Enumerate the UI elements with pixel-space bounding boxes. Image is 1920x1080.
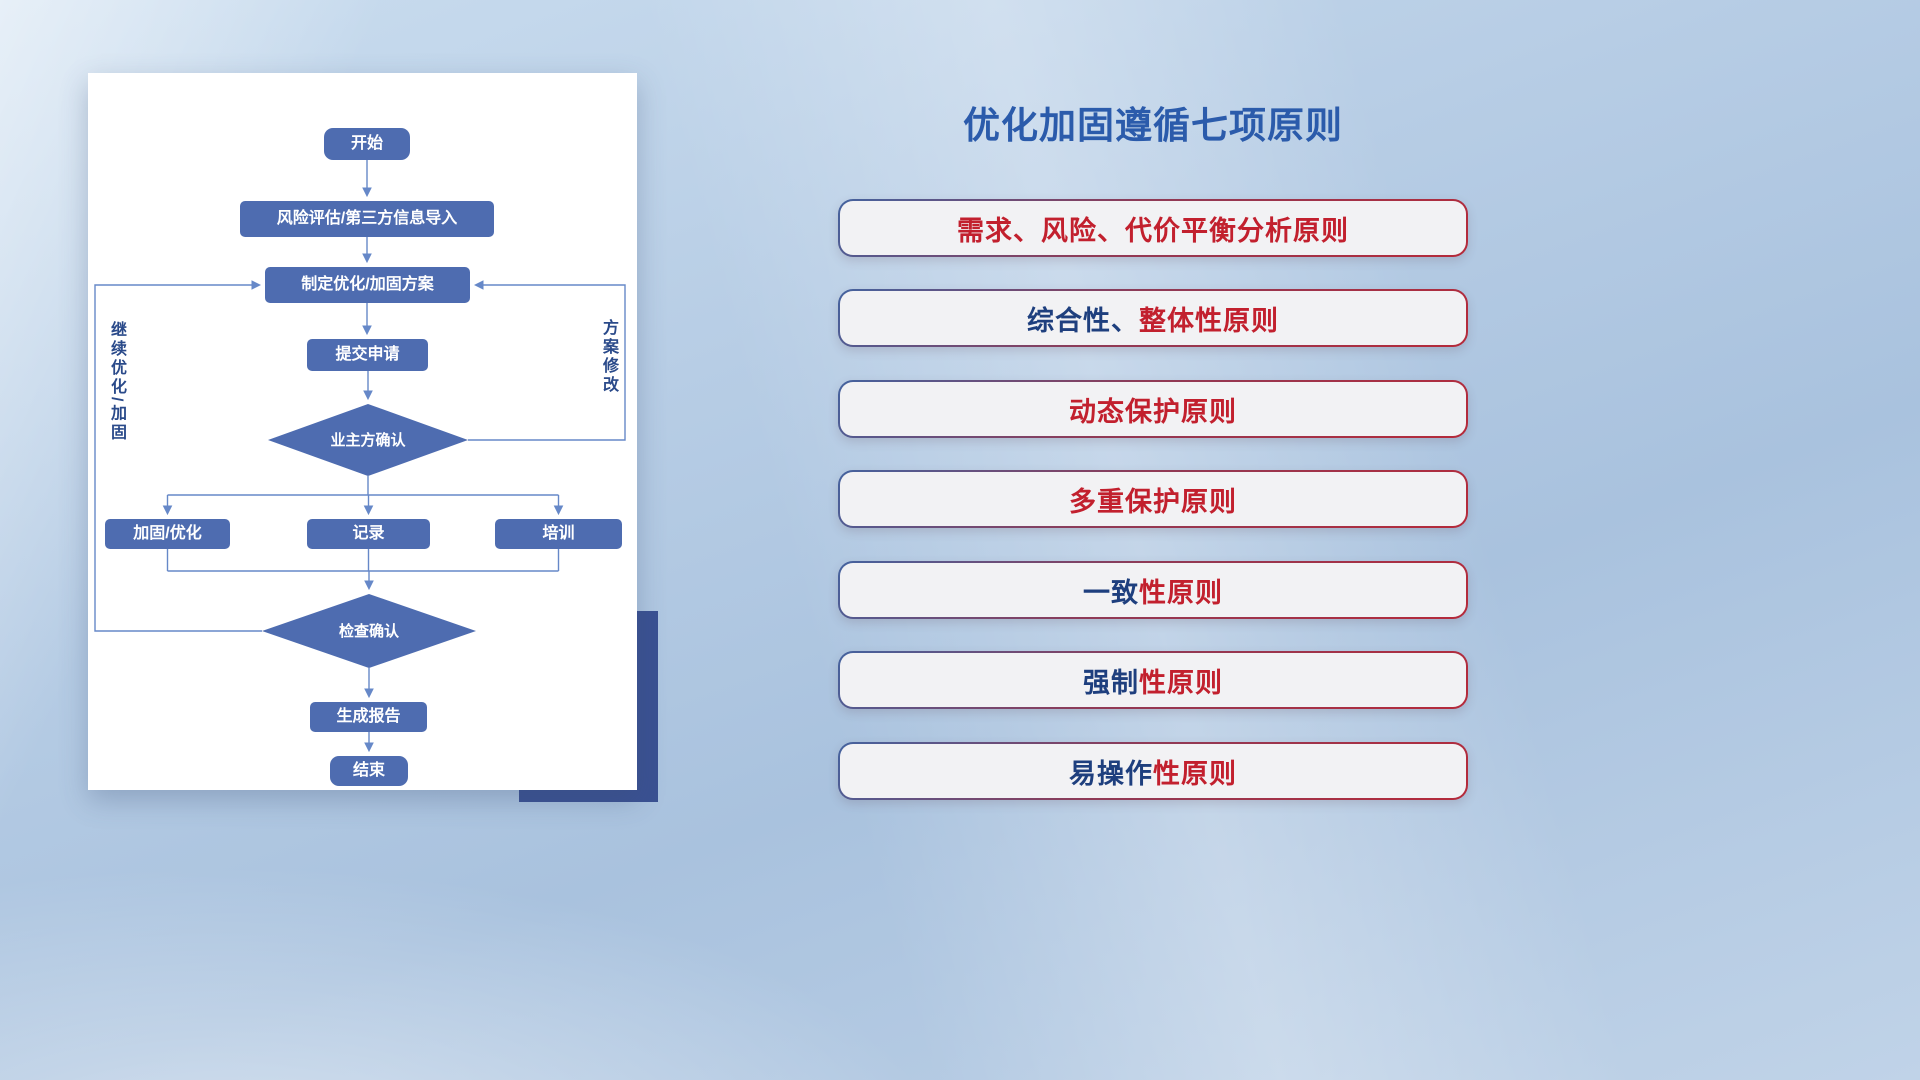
flowchart-card: 开始 风险评估/第三方信息导入 制定优化/加固方案 提交申请 业主方确认 加固/…: [88, 73, 637, 790]
principle-text-blue: 强制: [1083, 667, 1139, 698]
flow-node-submit: 提交申请: [307, 339, 428, 371]
flow-node-end: 结束: [330, 756, 408, 786]
principle-text-red: 多重保护原则: [1069, 486, 1237, 517]
principle-text-red: 性原则: [1139, 667, 1223, 698]
principle-text-blue: 综合性、: [1027, 305, 1139, 336]
principle-text-red: 整体性原则: [1139, 305, 1279, 336]
flow-node-train: 培训: [495, 519, 622, 549]
principle-label: 需求、风险、代价平衡分析原则: [840, 201, 1466, 255]
principle-card: 一致性原则: [838, 561, 1468, 619]
principle-text-red: 动态保护原则: [1069, 396, 1237, 427]
principle-label: 强制性原则: [840, 653, 1466, 707]
principle-card: 强制性原则: [838, 651, 1468, 709]
page-title: 优化加固遵循七项原则: [963, 105, 1343, 146]
principle-label: 易操作性原则: [840, 744, 1466, 798]
principle-card: 需求、风险、代价平衡分析原则: [838, 199, 1468, 257]
principle-text-blue: 一致: [1083, 577, 1139, 608]
principle-label: 综合性、整体性原则: [840, 291, 1466, 345]
flow-node-risk-import: 风险评估/第三方信息导入: [240, 201, 494, 237]
flow-node-make-plan: 制定优化/加固方案: [265, 267, 470, 303]
flow-node-report: 生成报告: [310, 702, 427, 732]
principle-label: 多重保护原则: [840, 472, 1466, 526]
flow-node-start: 开始: [324, 128, 410, 160]
principle-label: 动态保护原则: [840, 382, 1466, 436]
principle-card: 动态保护原则: [838, 380, 1468, 438]
principle-card: 综合性、整体性原则: [838, 289, 1468, 347]
flow-node-reinforce: 加固/优化: [105, 519, 230, 549]
flow-node-record: 记录: [307, 519, 430, 549]
principle-label: 一致性原则: [840, 563, 1466, 617]
principle-card: 易操作性原则: [838, 742, 1468, 800]
principle-text-red: 需求、风险、代价平衡分析原则: [957, 215, 1349, 246]
principle-card: 多重保护原则: [838, 470, 1468, 528]
flow-connectors: [94, 160, 626, 753]
flow-edge-label-continue: 继续优化/加固: [108, 321, 125, 443]
principle-text-blue: 易操作: [1069, 758, 1153, 789]
flow-edge-label-modify: 方案修改: [600, 319, 617, 395]
principle-text-red: 性原则: [1139, 577, 1223, 608]
principle-text-red: 性原则: [1153, 758, 1237, 789]
